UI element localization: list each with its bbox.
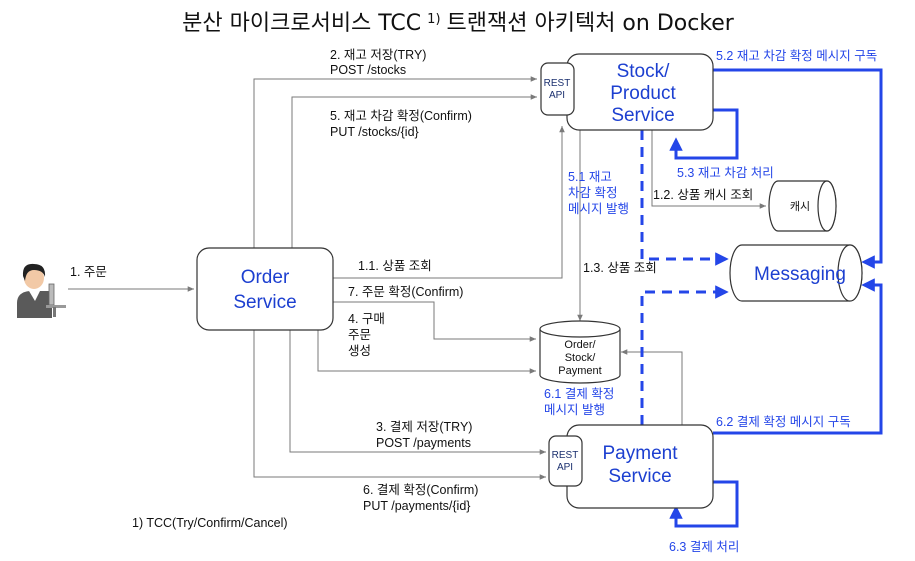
payment-service-label: Payment xyxy=(603,443,679,464)
svg-text:REST: REST xyxy=(544,78,571,89)
edge-label-1-3: 1.3. 상품 조회 xyxy=(583,261,657,275)
edge-label-5-1: 차감 확정 xyxy=(568,186,617,200)
svg-text:API: API xyxy=(549,90,565,101)
svg-text:API: API xyxy=(557,462,573,473)
cache-node: 캐시 xyxy=(768,180,837,232)
edge-payment-try xyxy=(289,330,546,455)
edge-label-7: 7. 주문 확정(Confirm) xyxy=(348,285,463,299)
edge-stock-try xyxy=(253,76,537,248)
edge-stock-publish xyxy=(640,130,729,266)
database-node: Order/ Stock/ Payment xyxy=(539,320,621,384)
edge-payment-db xyxy=(621,349,683,425)
cache-label: 캐시 xyxy=(790,200,810,213)
stock-service-label: Product xyxy=(610,83,676,104)
messaging-node: Messaging xyxy=(729,244,863,302)
edge-label-6-3: 6.3 결제 처리 xyxy=(669,540,739,554)
edge-label-5-path: PUT /stocks/{id} xyxy=(330,125,419,139)
footnote: 1) TCC(Try/Confirm/Cancel) xyxy=(132,516,288,530)
edge-order-create xyxy=(317,330,536,374)
edge-label-5-1: 메시지 발행 xyxy=(568,201,629,216)
edge-label-6-1: 메시지 발행 xyxy=(544,402,605,417)
edge-label-1-1: 1.1. 상품 조회 xyxy=(358,259,432,273)
database-label: Payment xyxy=(558,365,601,377)
edge-label-4: 생성 xyxy=(348,344,371,358)
payment-service-node: Payment Service xyxy=(566,424,714,509)
edge-order-confirm xyxy=(332,301,536,342)
order-service-node: Order Service xyxy=(196,247,334,331)
database-label: Stock/ xyxy=(565,352,597,364)
edge-label-1-2: 1.2. 상품 캐시 조회 xyxy=(653,188,753,202)
edge-stock-subscribe xyxy=(713,68,883,269)
edge-stock-confirm xyxy=(291,94,537,248)
edge-label-6: 6. 결제 확정(Confirm) xyxy=(363,483,478,497)
edge-label-4: 주문 xyxy=(348,328,371,342)
edge-label-2-path: POST /stocks xyxy=(330,63,406,77)
stock-service-node: Stock/ Product Service xyxy=(566,53,714,131)
edge-label-5: 5. 재고 차감 확정(Confirm) xyxy=(330,109,472,123)
edge-payment-confirm xyxy=(253,330,546,480)
order-service-label: Service xyxy=(233,292,296,313)
edge-label-2: 2. 재고 저장(TRY) xyxy=(330,48,426,62)
messaging-label: Messaging xyxy=(754,264,846,285)
edge-label-6-path: PUT /payments/{id} xyxy=(363,499,470,513)
edge-label-5-3: 5.3 재고 차감 처리 xyxy=(677,166,774,180)
svg-text:REST: REST xyxy=(552,450,579,461)
order-service-label: Order xyxy=(241,267,290,288)
edge-label-3: 3. 결제 저장(TRY) xyxy=(376,420,472,434)
edge-payment-publish xyxy=(640,285,729,425)
edge-label-1: 1. 주문 xyxy=(70,265,107,279)
edge-label-5-1: 5.1 재고 xyxy=(568,170,612,184)
user-icon xyxy=(17,263,66,318)
edge-label-6-2: 6.2 결제 확정 메시지 구독 xyxy=(716,415,851,429)
edge-label-5-2: 5.2 재고 차감 확정 메시지 구독 xyxy=(716,49,877,63)
database-label: Order/ xyxy=(564,339,596,351)
stock-service-label: Stock/ xyxy=(617,61,671,82)
edge-label-6-1: 6.1 결제 확정 xyxy=(544,387,614,401)
edge-label-3-path: POST /payments xyxy=(376,436,471,450)
edge-label-4: 4. 구매 xyxy=(348,312,385,326)
edge-product-query xyxy=(332,126,565,279)
stock-rest-api: REST API xyxy=(540,62,575,116)
edge-payment-self xyxy=(669,480,739,528)
stock-service-label: Service xyxy=(611,105,674,126)
edge-stock-self xyxy=(669,108,739,160)
edge-cache-query xyxy=(651,130,766,209)
edge-payment-subscribe xyxy=(713,278,883,435)
payment-rest-api: REST API xyxy=(548,435,583,487)
payment-service-label: Service xyxy=(608,466,671,487)
